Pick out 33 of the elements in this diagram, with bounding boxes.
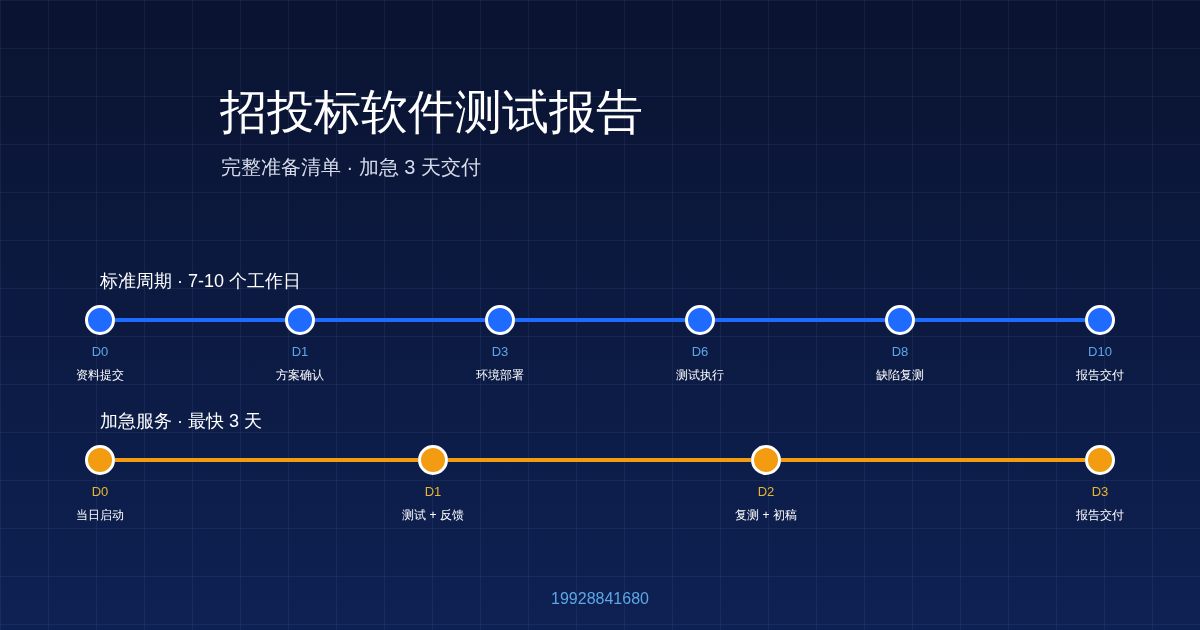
step-label: 复测 + 初稿 (735, 507, 797, 523)
step-label: 环境部署 (476, 367, 524, 383)
day-label: D3 (491, 344, 509, 360)
day-label: D6 (691, 344, 709, 360)
step-label: 方案确认 (276, 367, 324, 383)
step-label: 报告交付 (1076, 507, 1124, 523)
timeline-line (515, 318, 685, 322)
timeline-line (781, 458, 1085, 462)
step-label: 资料提交 (76, 367, 124, 383)
timeline-line (115, 318, 285, 322)
timeline-line (715, 318, 885, 322)
day-label: D3 (1091, 484, 1109, 500)
step-label: 当日启动 (76, 507, 124, 523)
timeline-line (448, 458, 751, 462)
day-label: D0 (91, 484, 109, 500)
step-label: 测试执行 (676, 367, 724, 383)
step-label: 缺陷复测 (876, 367, 924, 383)
phone-number: 19928841680 (551, 589, 649, 609)
day-label: D10 (1088, 344, 1112, 360)
day-label: D8 (891, 344, 909, 360)
day-label: D2 (757, 484, 775, 500)
step-label: 测试 + 反馈 (402, 507, 464, 523)
title: 招投标软件测试报告 (220, 84, 643, 140)
timeline-line (315, 318, 485, 322)
timeline-line (915, 318, 1085, 322)
day-label: D1 (424, 484, 442, 500)
day-label: D0 (91, 344, 109, 360)
section-heading: 加急服务 · 最快 3 天 (100, 411, 262, 431)
day-label: D1 (291, 344, 309, 360)
subtitle: 完整准备清单 · 加急 3 天交付 (221, 156, 481, 178)
timeline-line (115, 458, 418, 462)
section-heading: 标准周期 · 7-10 个工作日 (100, 271, 302, 291)
step-label: 报告交付 (1076, 367, 1124, 383)
